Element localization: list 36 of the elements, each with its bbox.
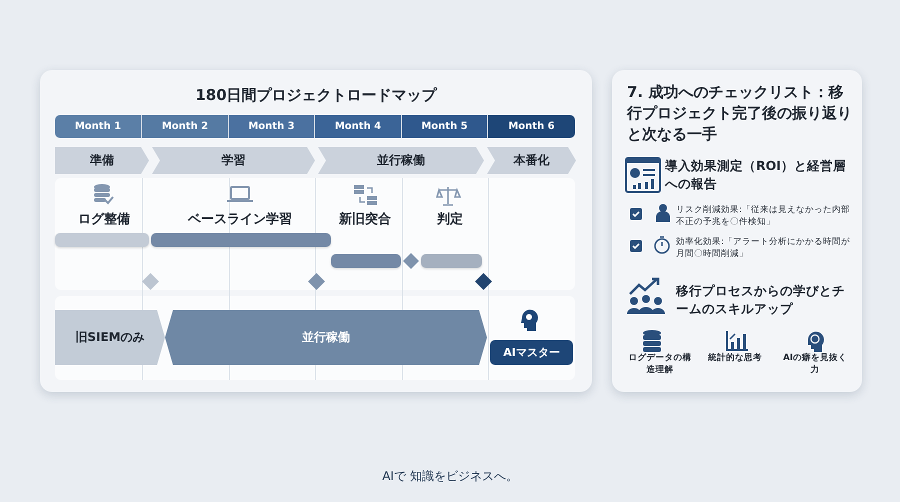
panel-title: 180日間プロジェクトロードマップ bbox=[194, 86, 438, 105]
checklist-item: リスク削減効果:「従来は見えなかった内部不正の予兆を〇件検知」 bbox=[676, 204, 856, 230]
gantt-bar bbox=[421, 254, 482, 268]
milestone-diamond bbox=[403, 253, 419, 269]
gantt-bar bbox=[331, 254, 401, 268]
gantt-bar bbox=[151, 233, 331, 247]
task-label: 判定 bbox=[415, 209, 485, 229]
phase-band: 学習 bbox=[152, 147, 315, 174]
phase-band: 準備 bbox=[55, 147, 149, 174]
month-header: Month 6 bbox=[488, 115, 575, 138]
month-header: Month 5 bbox=[402, 115, 488, 138]
section-heading: 導入効果測定（ROI）と経営層への報告 bbox=[665, 157, 855, 197]
phase-arrow: 旧SIEMのみ bbox=[55, 310, 165, 365]
month-header: Month 3 bbox=[229, 115, 315, 138]
skill-label: 統計的な思考 bbox=[700, 352, 770, 370]
month-header: Month 2 bbox=[142, 115, 229, 138]
milestone-diamond bbox=[308, 273, 325, 290]
skill-label: AIの癖を見抜く力 bbox=[780, 352, 850, 382]
task-label: ログ整備 bbox=[60, 209, 148, 229]
status-badge: AIマスター bbox=[490, 340, 573, 365]
gantt-bar bbox=[55, 233, 149, 247]
task-label: 新旧突合 bbox=[325, 209, 405, 229]
card-background bbox=[40, 70, 592, 392]
panel-title: 7. 成功へのチェックリスト：移行プロジェクト完了後の振り返りと次なる一手 bbox=[626, 82, 852, 145]
milestone-diamond bbox=[475, 273, 492, 290]
phase-band: 並行稼働 bbox=[318, 147, 484, 174]
month-header: Month 1 bbox=[55, 115, 142, 138]
skill-label: ログデータの構造理解 bbox=[625, 352, 695, 382]
task-label: ベースライン学習 bbox=[170, 209, 310, 229]
milestone-diamond bbox=[142, 273, 159, 290]
phase-band: 本番化 bbox=[487, 147, 576, 174]
tagline: AIで 知識をビジネスへ。 bbox=[381, 468, 519, 485]
card-background bbox=[612, 70, 862, 392]
checklist-item: 効率化効果:「アラート分析にかかる時間が月間〇時間削減」 bbox=[676, 236, 856, 262]
section-heading: 移行プロセスからの学びとチームのスキルアップ bbox=[676, 282, 856, 322]
month-header: Month 4 bbox=[315, 115, 402, 138]
